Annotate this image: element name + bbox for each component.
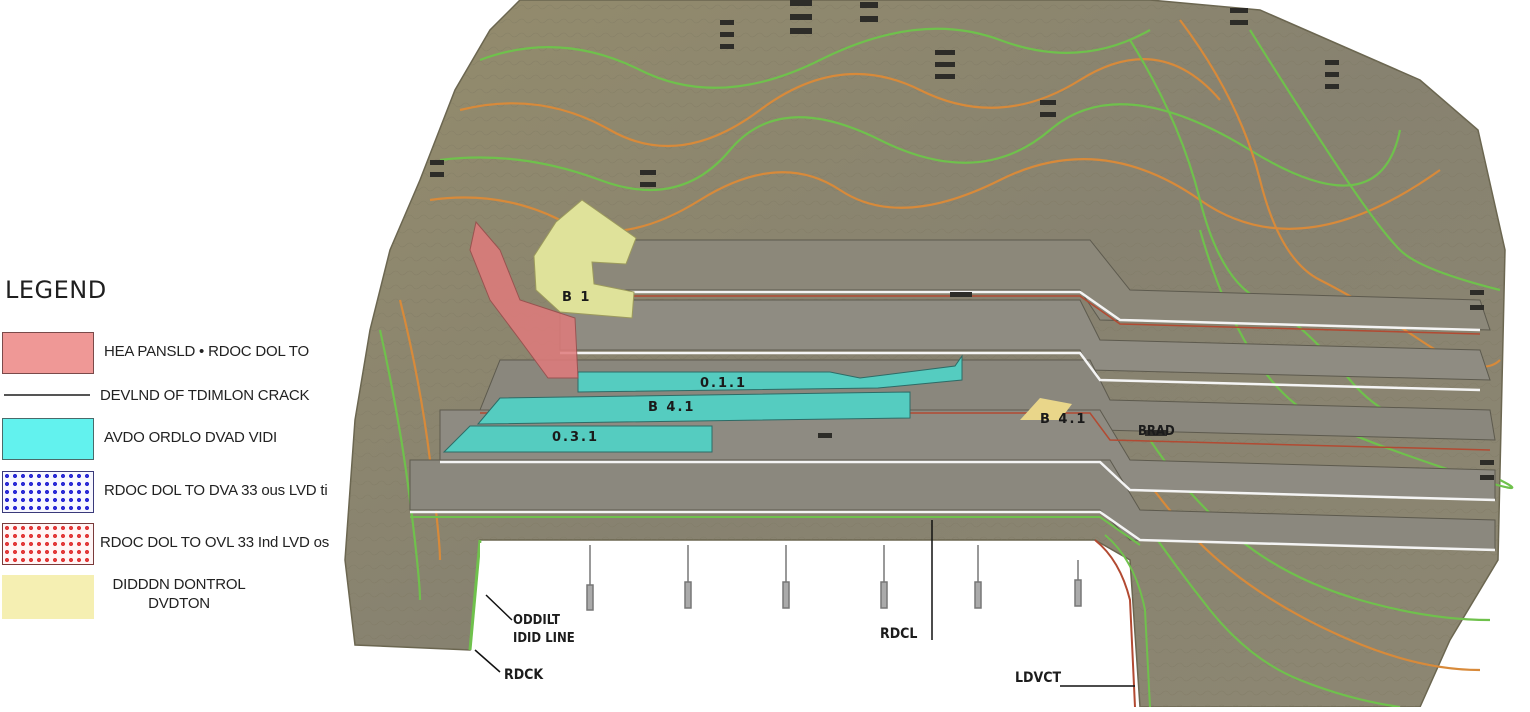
legend-swatch-yellow bbox=[2, 575, 94, 619]
legend-swatch-cyan bbox=[2, 418, 94, 460]
lot-label-bench: B 4.1 bbox=[1040, 412, 1088, 427]
lot-label-yellow: B 1 bbox=[562, 290, 592, 305]
lot-label-cyan-3: 0.3.1 bbox=[552, 430, 600, 445]
legend-swatch-red-dots bbox=[2, 523, 94, 565]
window-hatches bbox=[430, 0, 1494, 480]
pit-area bbox=[480, 543, 1095, 708]
legend-swatch-blue-dots bbox=[2, 471, 94, 513]
legend-label-4: RDOC DOL TO DVA 33 ous LVD ti bbox=[104, 482, 328, 499]
cyan-lot-3 bbox=[442, 425, 713, 453]
cyan-lots bbox=[442, 354, 963, 453]
lot-label-cyan-1: 0.1.1 bbox=[700, 376, 748, 391]
label-rock-left: RDCK bbox=[504, 667, 544, 683]
cyan-lot-2 bbox=[476, 391, 911, 425]
legend-label-2: DEVLND OF TDIMLON CRACK bbox=[100, 387, 310, 404]
callout-left-line1: ODDILT bbox=[513, 613, 560, 628]
legend-label-5: RDOC DOL TO OVL 33 Ind LVD os bbox=[100, 534, 330, 551]
lot-label-cyan-2: B 4.1 bbox=[648, 400, 696, 415]
survey-posts bbox=[586, 545, 1082, 611]
label-bench-right: BRAD bbox=[1138, 424, 1175, 439]
pink-area bbox=[469, 220, 579, 379]
legend-label-6: DIDDDN DONTROL DVDTON bbox=[104, 575, 254, 613]
legend-label-3: AVDO ORDLO DVAD VIDI bbox=[104, 429, 277, 446]
legend-label-1: HEA PANSLD • RDOC DOL TO bbox=[104, 343, 309, 360]
yellow-patch-small bbox=[1020, 398, 1072, 420]
callout-left: ODDILT IDID LINE bbox=[513, 612, 575, 648]
yellow-area bbox=[533, 199, 637, 319]
leader-lines bbox=[474, 520, 1135, 687]
label-rock-center: RDCL bbox=[880, 626, 918, 642]
legend-swatch-line bbox=[4, 394, 90, 396]
legend-swatch-pink bbox=[2, 332, 94, 374]
benches bbox=[409, 239, 1496, 551]
callout-left-line2: IDID LINE bbox=[513, 631, 575, 646]
contour-lines bbox=[378, 19, 1514, 709]
legend-title: LEGEND bbox=[5, 276, 107, 304]
bench-2 bbox=[559, 299, 1491, 381]
legend-label-6-line1: DIDDDN DONTROL bbox=[112, 576, 246, 593]
legend-label-6-line2: DVDTON bbox=[148, 595, 210, 612]
bench-1 bbox=[579, 239, 1491, 331]
label-rock-right: LDVCT bbox=[1015, 670, 1062, 686]
cyan-lot-1 bbox=[577, 354, 963, 393]
